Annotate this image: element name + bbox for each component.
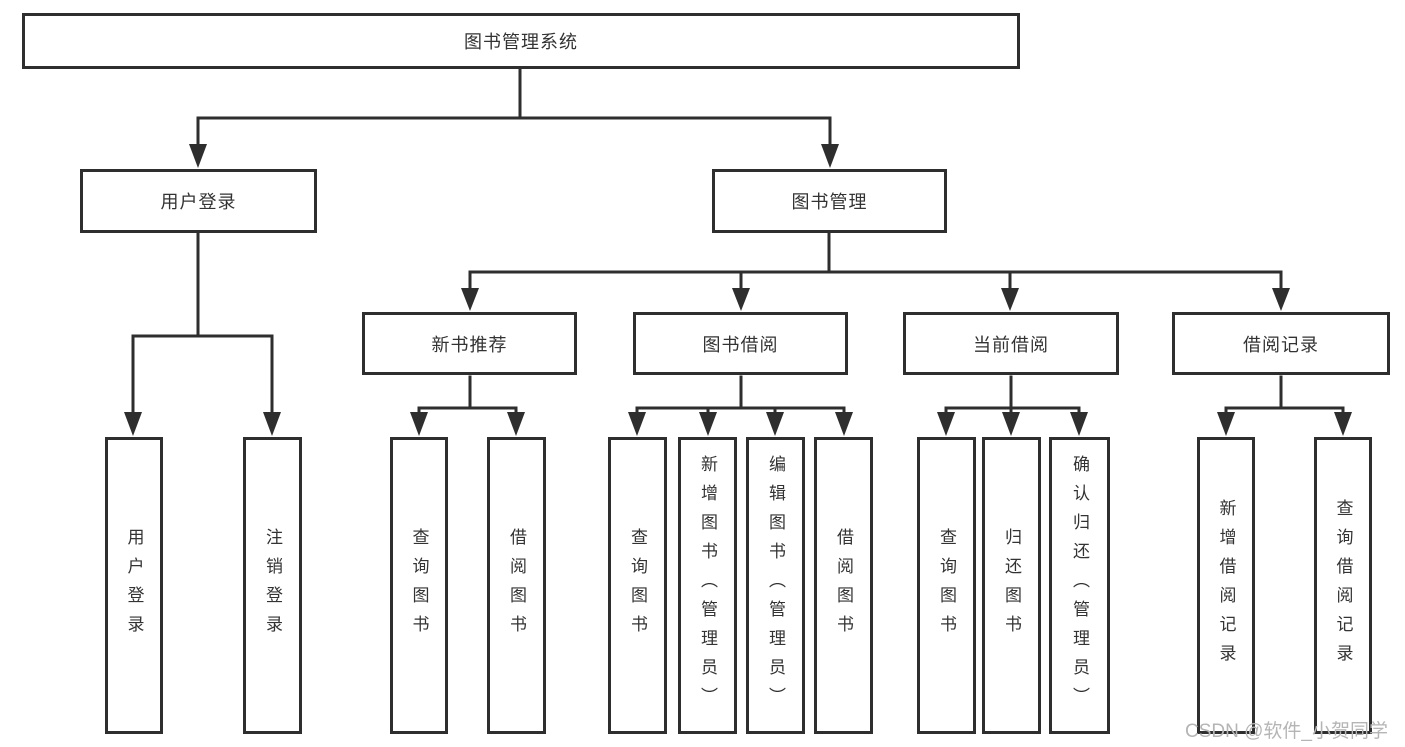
leaf-records-query-record: 查询借阅记录 xyxy=(1314,437,1372,734)
leaf-current-return-books: 归还图书 xyxy=(982,437,1041,734)
leaf-borrowing-query-books: 查询图书 xyxy=(608,437,667,734)
leaf-current-confirm-return-admin: 确认归还（管理员） xyxy=(1049,437,1110,734)
leaf-borrowing-borrow-books: 借阅图书 xyxy=(814,437,873,734)
leaf-newbooks-borrow-books: 借阅图书 xyxy=(487,437,546,734)
node-library-system: 图书管理系统 xyxy=(22,13,1020,69)
node-book-management: 图书管理 xyxy=(712,169,947,233)
leaf-records-add-record: 新增借阅记录 xyxy=(1197,437,1255,734)
node-new-books: 新书推荐 xyxy=(362,312,577,375)
watermark: CSDN @软件_小贺同学 xyxy=(1185,721,1388,742)
leaf-current-query-books: 查询图书 xyxy=(917,437,976,734)
leaf-newbooks-query-books: 查询图书 xyxy=(390,437,448,734)
node-borrowing-records: 借阅记录 xyxy=(1172,312,1390,375)
node-current-borrowing: 当前借阅 xyxy=(903,312,1119,375)
leaf-borrowing-edit-books-admin: 编辑图书（管理员） xyxy=(746,437,805,734)
leaf-logout: 注销登录 xyxy=(243,437,302,734)
leaf-user-login: 用户登录 xyxy=(105,437,163,734)
node-book-borrowing: 图书借阅 xyxy=(633,312,848,375)
node-user-login: 用户登录 xyxy=(80,169,317,233)
leaf-borrowing-add-books-admin: 新增图书（管理员） xyxy=(678,437,737,734)
